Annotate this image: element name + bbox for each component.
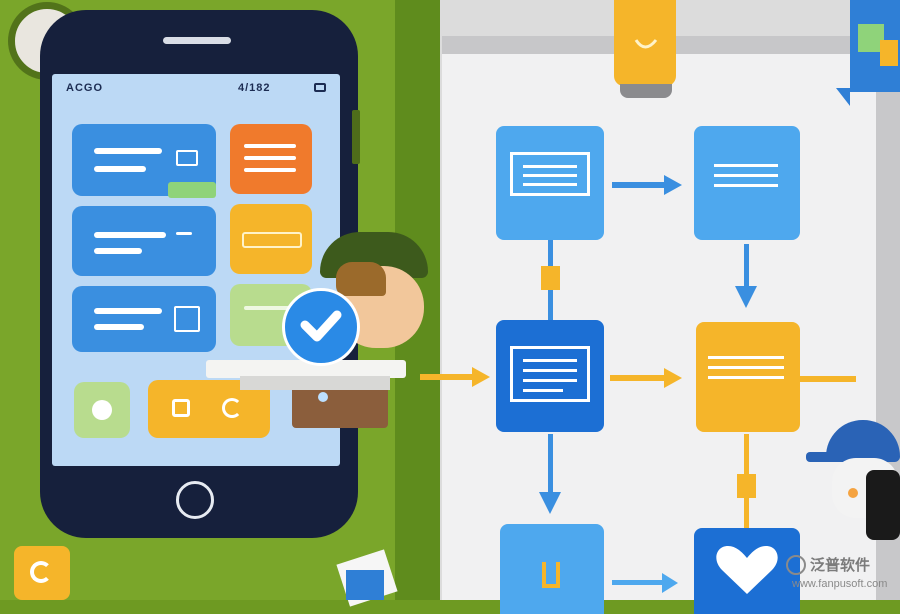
heart-icon [716,546,778,594]
refresh-icon [30,561,52,583]
sticky-tail [836,88,850,106]
doc-line [708,366,784,369]
flow-node-c[interactable] [496,320,604,432]
app-tile-yellow[interactable] [230,204,312,274]
battery-icon [314,83,326,92]
circle-icon [92,400,112,420]
tile-line [244,144,296,148]
doc-line [523,165,577,168]
tile-line [244,306,294,310]
app-card-3[interactable] [72,286,216,352]
card-text-line [94,324,144,330]
card-icon [176,232,192,235]
doc-line [714,164,778,167]
arrow-right-icon [472,367,490,387]
doc-line [523,369,577,372]
checkmark-icon [300,310,342,342]
paper-sheet [206,360,406,378]
doc-line [523,379,577,382]
card-text-line [94,166,146,172]
card-text-line [94,308,162,314]
document-icon [706,356,786,386]
connector-c-d [610,375,666,381]
connector-marker [737,474,756,498]
blue-card [346,570,384,600]
doc-line [714,174,778,177]
doc-line [523,183,577,186]
watermark: 泛普软件 [786,554,870,575]
check-badge [282,288,360,366]
document-icon [710,160,782,200]
sticky-inner [880,40,898,66]
card-icon [176,150,198,166]
doc-line [708,356,784,359]
home-button-icon[interactable] [176,481,214,519]
character-nose [848,488,858,498]
card-text-line [94,248,142,254]
watermark-brand: 泛普软件 [810,557,871,574]
paper-sheet-shadow [240,376,390,390]
app-tile-orange[interactable] [230,124,312,194]
connector-d-out [800,376,856,382]
card-text-line [94,148,162,154]
card-tag [168,182,216,198]
tile-line [244,168,296,172]
arrow-down-icon [735,286,757,308]
board-clip [614,0,676,86]
character-hair [866,470,900,540]
doc-line [523,389,563,392]
flow-node-e[interactable] [500,524,604,614]
cup-icon [542,562,560,588]
doc-line [523,359,577,362]
clip-icon [634,39,658,49]
watermark-url: www.fanpusoft.com [792,578,888,590]
phone-side-key [352,110,360,164]
sticky-note-blue [850,0,900,92]
flow-node-d[interactable] [696,322,800,432]
flow-node-f[interactable] [694,528,800,614]
doc-line [708,376,784,379]
arrow-right-icon [662,573,678,593]
badge-dot [318,392,328,402]
app-card-2[interactable] [72,206,216,276]
status-bar-left: ACGO [66,82,103,94]
bottom-yellow-icon [14,546,70,600]
connector-marker [541,266,560,290]
card-text-line [94,232,166,238]
connector-e-f [612,580,664,585]
clip-shadow [620,84,672,98]
refresh-icon [222,398,242,418]
tile-line [244,156,296,160]
connector-c-e [548,434,553,492]
character-cap-brim [806,452,846,462]
phone-speaker [163,37,231,44]
doc-line [714,184,778,187]
sticky-inner [858,24,884,52]
app-icon-yellow[interactable] [148,380,270,438]
app-icon-green[interactable] [74,382,130,438]
arrow-down-icon [539,492,561,514]
tile-input [242,232,302,248]
document-icon [510,152,590,196]
flow-node-b[interactable] [694,126,800,240]
connector-b-d [744,244,749,286]
doc-line [523,174,577,177]
status-bar-right: 4/182 [238,82,271,94]
connector-paper-c [420,374,474,380]
card-icon [174,306,200,332]
character-hair [336,262,386,296]
connector-a-b [612,182,666,188]
document-icon [510,346,590,402]
arrow-right-icon [664,175,682,195]
flow-node-a[interactable] [496,126,604,240]
square-icon [172,399,190,417]
arrow-right-icon [664,368,682,388]
watermark-logo-icon [786,554,806,575]
